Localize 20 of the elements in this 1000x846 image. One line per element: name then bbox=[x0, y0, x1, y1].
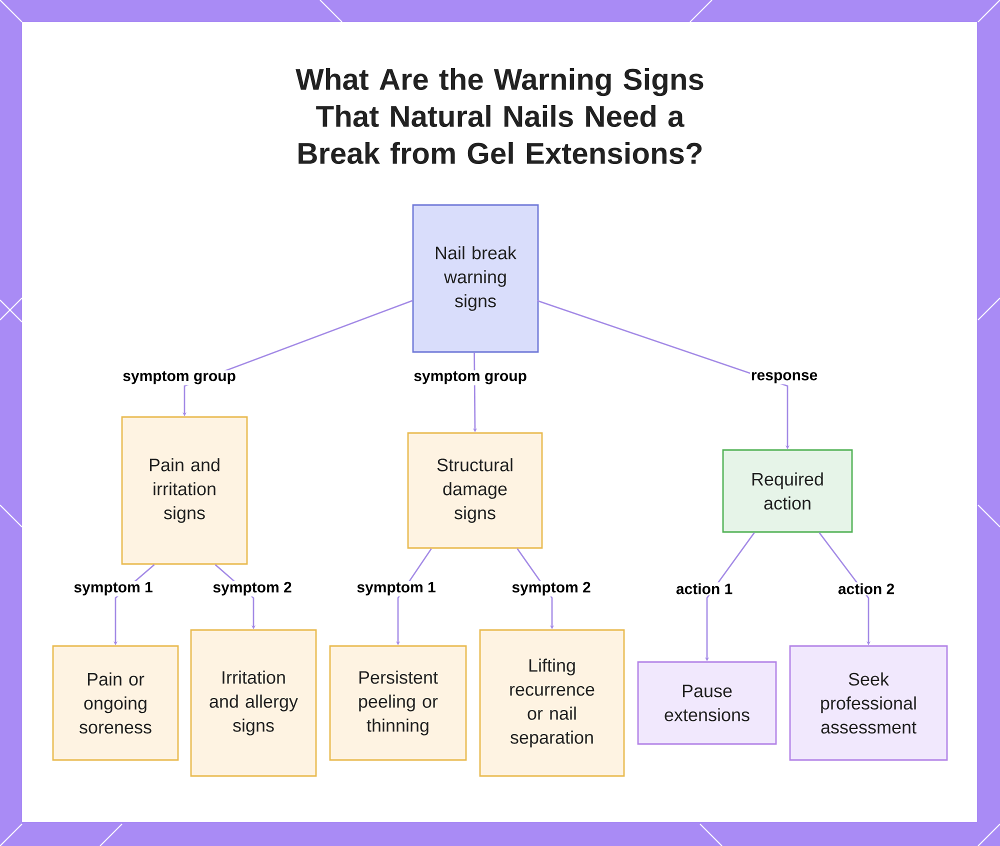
node-box: Pain or ongoing soreness bbox=[52, 645, 179, 761]
title: What Are the Warning Signs That Natural Nails Need a Break from Gel Extensions? bbox=[296, 68, 704, 164]
edge-label: symptom 2 bbox=[510, 580, 592, 596]
edge-label: response bbox=[750, 371, 819, 384]
node-box: Lifting recurrence or nail separation bbox=[479, 629, 625, 777]
node-box: Nail break warning signs bbox=[412, 204, 539, 353]
node-box: Seek professional assessment bbox=[789, 645, 948, 761]
edge-label: symptom 2 bbox=[212, 580, 293, 596]
node-box: Irritation and allergy signs bbox=[190, 629, 317, 777]
edge-label: symptom group bbox=[122, 370, 237, 386]
edge-label: symptom group bbox=[412, 370, 528, 386]
node-box: Structural damage signs bbox=[407, 432, 543, 549]
edge-label: symptom 1 bbox=[72, 581, 154, 596]
edge-label: action 1 bbox=[674, 582, 734, 596]
node-box: Required action bbox=[722, 449, 853, 533]
edge-label: symptom 1 bbox=[356, 581, 437, 596]
node-box: Pause extensions bbox=[637, 661, 777, 745]
node-box: Persistent peeling or thinning bbox=[329, 645, 467, 761]
node-box: Pain and irritation signs bbox=[121, 416, 248, 565]
edge-label: action 2 bbox=[836, 582, 896, 596]
